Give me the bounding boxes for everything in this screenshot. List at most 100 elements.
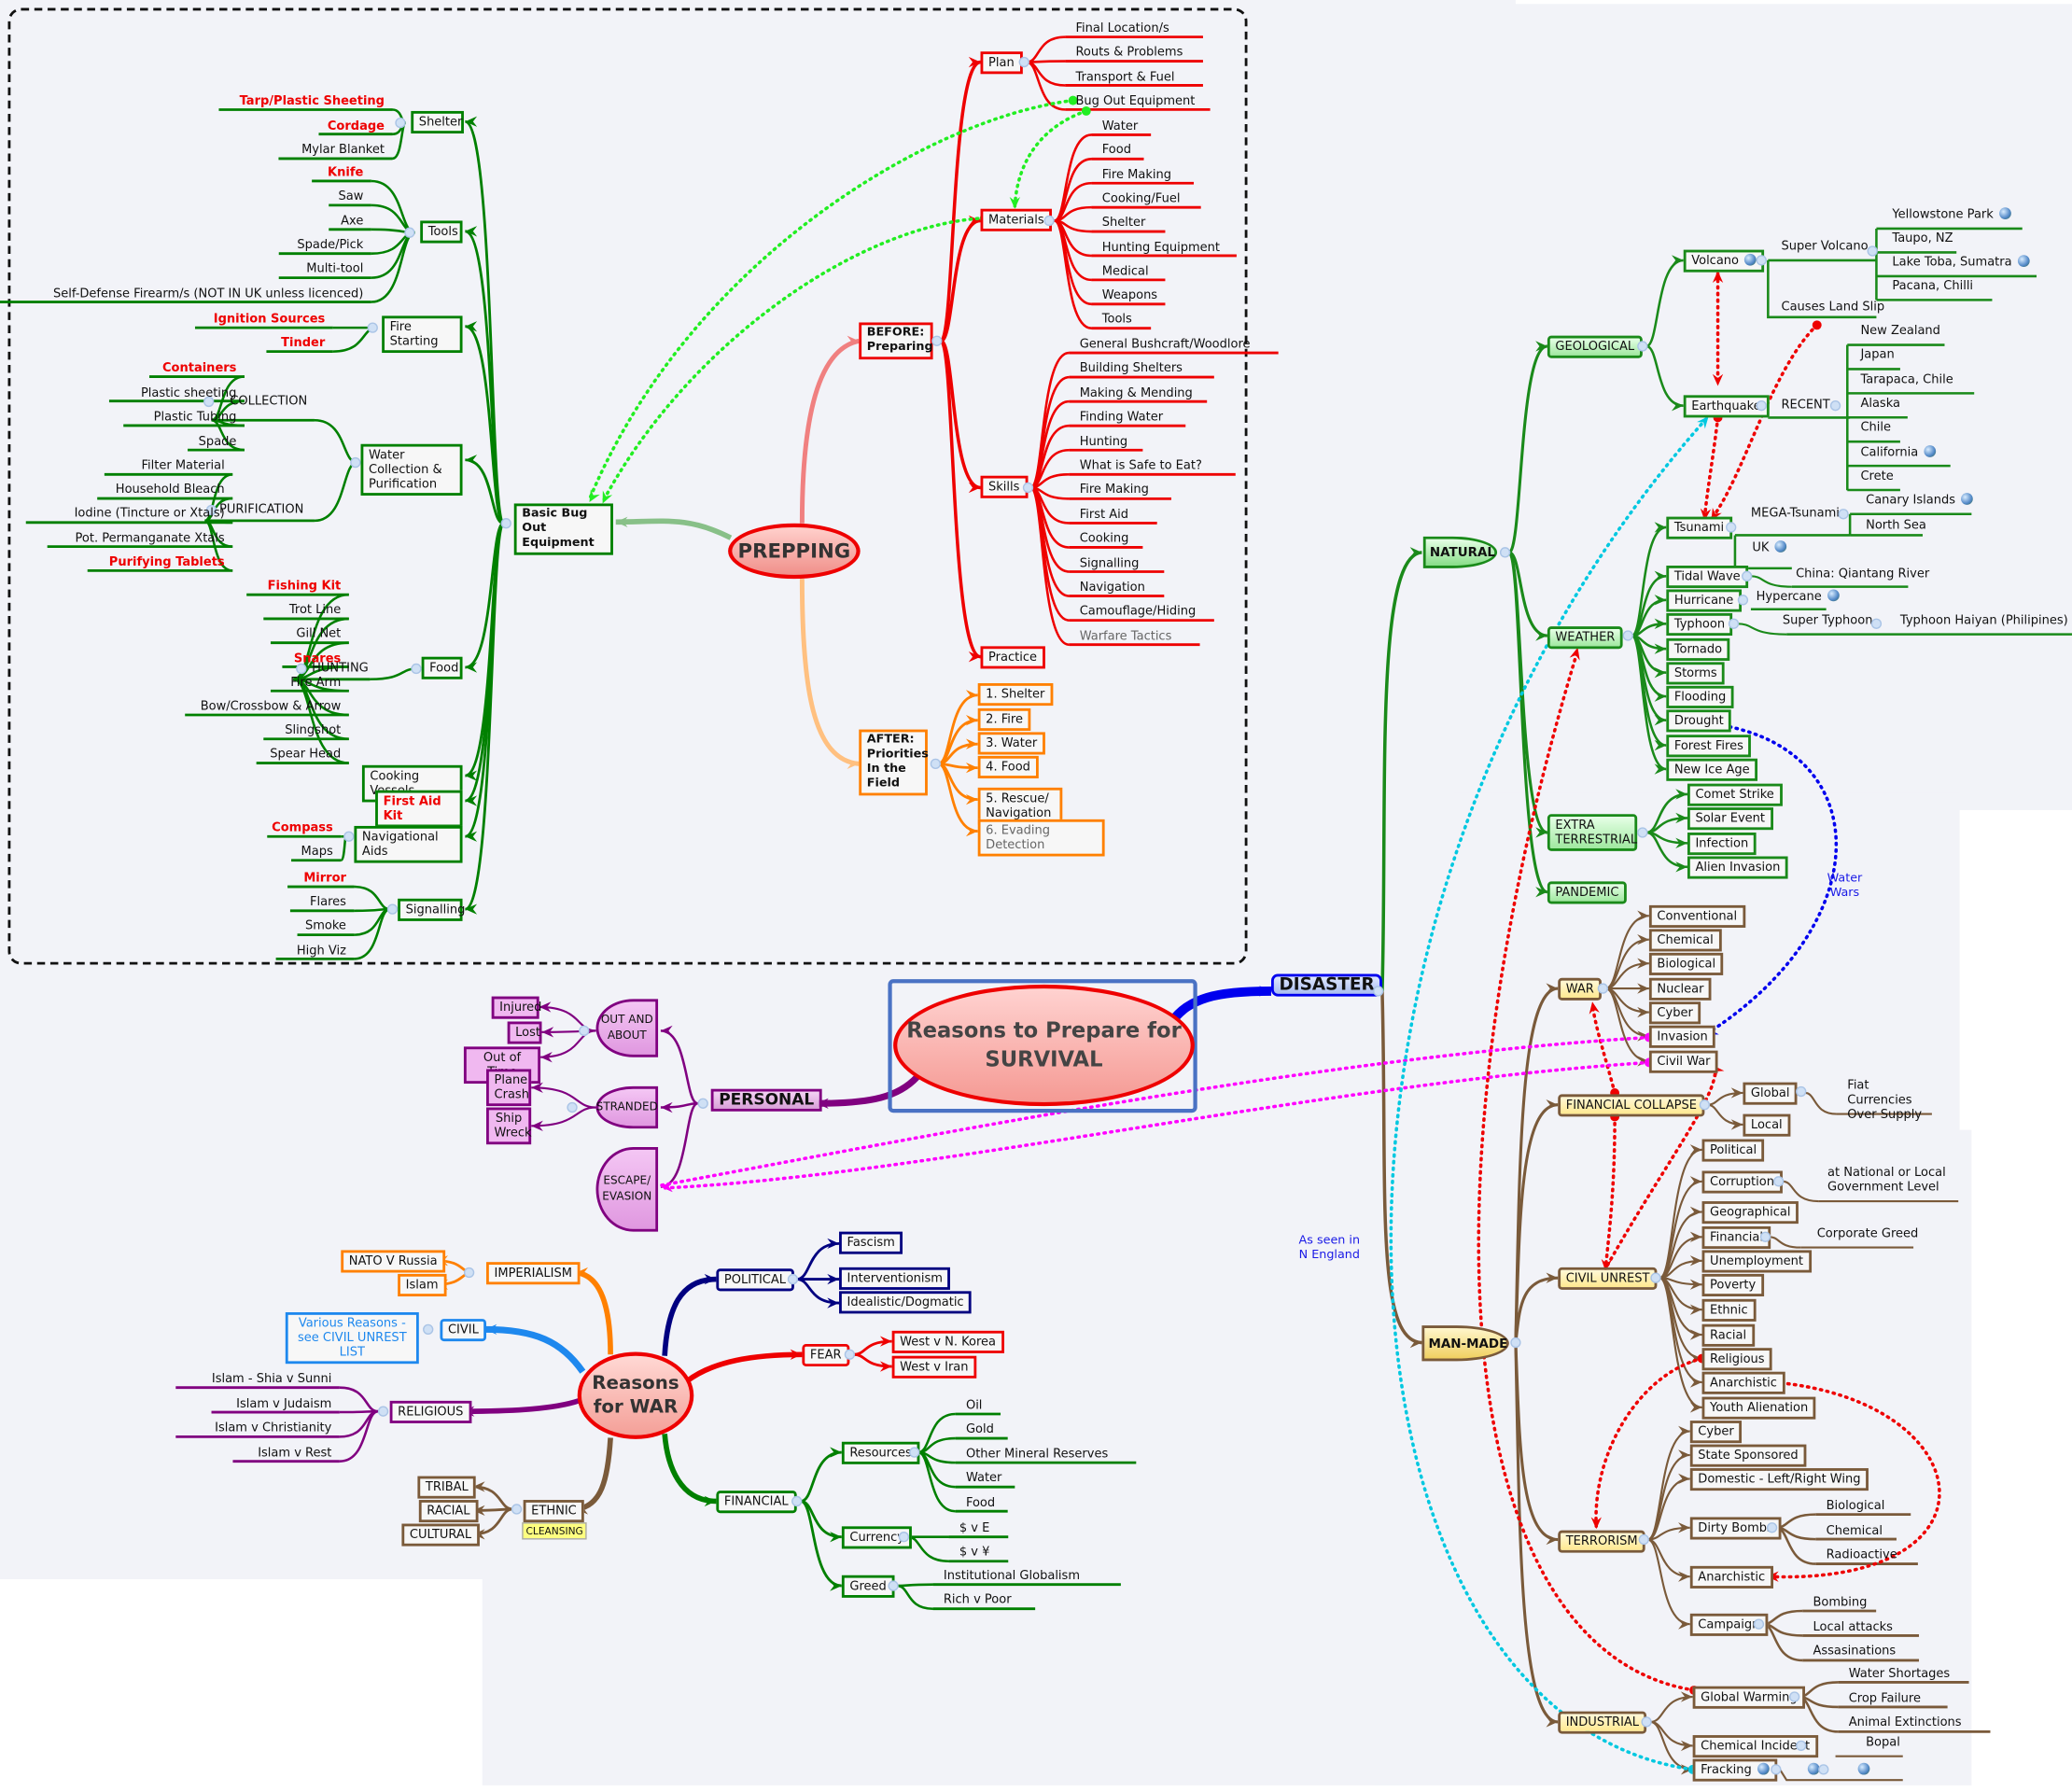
local-node[interactable]: Local — [1743, 1113, 1791, 1137]
currency-item[interactable]: $ v ¥ — [957, 1546, 992, 1561]
collapse-toggle-icon[interactable] — [1650, 1272, 1661, 1283]
materials-item[interactable]: Cooking/Fuel — [1099, 191, 1183, 206]
recent-item[interactable]: Tarapaca, Chile — [1858, 372, 1956, 387]
weather-item[interactable]: Tidal Wave — [1666, 566, 1749, 589]
globe-link-icon[interactable] — [1923, 444, 1936, 457]
pandemic-node[interactable]: PANDEMIC — [1547, 881, 1627, 904]
chemical-incident-node[interactable]: Chemical Incident — [1692, 1735, 1818, 1758]
collection-item[interactable]: Spade — [196, 434, 239, 449]
plan-item[interactable]: Bug Out Equipment — [1073, 93, 1198, 108]
cleansing-tag[interactable]: CLEANSING — [522, 1522, 588, 1540]
global-warming-item[interactable]: Animal Extinctions — [1846, 1715, 1965, 1730]
priority-item[interactable]: 6. Evading Detection — [977, 819, 1105, 857]
extra-terrestrial-item[interactable]: Alien Invasion — [1687, 856, 1788, 879]
resources-item[interactable]: Water — [963, 1471, 1004, 1486]
skills-node[interactable]: Skills — [980, 475, 1028, 498]
financial-collapse-node[interactable]: FINANCIAL COLLAPSE — [1558, 1094, 1705, 1117]
mega-item[interactable]: Canary Islands — [1863, 493, 1975, 508]
first-aid-kit-node[interactable]: First Aid Kit — [375, 790, 463, 828]
collapse-toggle-icon[interactable] — [1838, 509, 1849, 520]
weather-item[interactable]: Tornado — [1666, 637, 1730, 661]
tools-item[interactable]: Axe — [338, 214, 366, 229]
tidal-wave-item[interactable]: China: Qiantang River — [1793, 567, 1932, 581]
collapse-toggle-icon[interactable] — [1510, 1337, 1521, 1349]
man-made-node[interactable]: MAN-MADE — [1421, 1325, 1509, 1362]
war-item[interactable]: Invasion — [1648, 1025, 1716, 1048]
currency-node[interactable]: Currency — [841, 1526, 913, 1549]
resources-item[interactable]: Oil — [963, 1398, 985, 1413]
typhoon-haiyan-item[interactable]: Typhoon Haiyan (Philipines) — [1897, 613, 2072, 628]
collapse-toggle-icon[interactable] — [1742, 570, 1753, 581]
recent-item[interactable]: Crete — [1858, 469, 1897, 483]
uk-item[interactable]: UK — [1750, 540, 1789, 555]
collapse-toggle-icon[interactable] — [1726, 522, 1737, 533]
collapse-toggle-icon[interactable] — [1699, 1099, 1711, 1111]
dirty-bombs-item[interactable]: Chemical — [1824, 1523, 1885, 1538]
collapse-toggle-icon[interactable] — [423, 1323, 434, 1336]
resources-item[interactable]: Gold — [963, 1422, 997, 1437]
skills-item[interactable]: Navigation — [1077, 581, 1148, 595]
fear-item[interactable]: West v N. Korea — [891, 1330, 1004, 1353]
mega-tsunami-node[interactable]: MEGA-Tsunami — [1748, 506, 1842, 521]
tools-item[interactable]: Self-Defense Firearm/s (NOT IN UK unless… — [50, 287, 366, 301]
war-node[interactable]: WAR — [1558, 977, 1603, 1001]
shelter-item[interactable]: Cordage — [325, 119, 387, 133]
plan-item[interactable]: Routs & Problems — [1073, 46, 1186, 61]
after-priorities-node[interactable]: AFTER: Priorities In the Field — [859, 729, 929, 796]
collapse-toggle-icon[interactable] — [1766, 1522, 1778, 1533]
terrorism-item[interactable]: Anarchistic — [1689, 1565, 1773, 1589]
war-item[interactable]: Conventional — [1648, 904, 1745, 928]
collapse-toggle-icon[interactable] — [1018, 56, 1029, 68]
weather-item[interactable]: Tsunami — [1666, 516, 1732, 539]
collapse-toggle-icon[interactable] — [1773, 1176, 1785, 1187]
collapse-toggle-icon[interactable] — [411, 663, 422, 675]
collapse-toggle-icon[interactable] — [888, 1580, 899, 1591]
purification-item[interactable]: Filter Material — [139, 458, 228, 473]
collapse-toggle-icon[interactable] — [567, 1101, 578, 1113]
civil-unrest-item[interactable]: Religious — [1701, 1348, 1773, 1371]
geological-node[interactable]: GEOLOGICAL — [1547, 335, 1643, 358]
globe-link-icon[interactable] — [1960, 493, 1973, 505]
religious-node[interactable]: RELIGIOUS — [389, 1400, 471, 1423]
civil-unrest-item[interactable]: Geographical — [1701, 1201, 1799, 1225]
civil-unrest-item[interactable]: Racial — [1701, 1323, 1755, 1347]
collapse-toggle-icon[interactable] — [1870, 618, 1883, 629]
collapse-toggle-icon[interactable] — [511, 1504, 523, 1515]
collapse-toggle-icon[interactable] — [898, 1532, 910, 1543]
collapse-toggle-icon[interactable] — [844, 1349, 856, 1360]
volcano-node[interactable]: Volcano — [1683, 249, 1764, 273]
weather-item[interactable]: Drought — [1666, 709, 1732, 733]
skills-item[interactable]: Cooking — [1077, 531, 1131, 546]
navigational-aids-node[interactable]: Navigational Aids — [354, 825, 463, 863]
hunting-item[interactable]: Fishing Kit — [265, 579, 343, 594]
weather-item[interactable]: Hurricane — [1666, 589, 1742, 612]
resources-node[interactable]: Resources — [841, 1441, 920, 1464]
political-item[interactable]: Interventionism — [839, 1267, 951, 1290]
collapse-toggle-icon[interactable] — [1756, 400, 1767, 412]
terrorism-item[interactable]: Dirty Bombs — [1689, 1517, 1782, 1540]
collapse-toggle-icon[interactable] — [1043, 215, 1055, 227]
collapse-toggle-icon[interactable] — [1771, 1764, 1782, 1775]
personal-item[interactable]: Lost — [507, 1021, 542, 1044]
plan-item[interactable]: Final Location/s — [1073, 21, 1172, 36]
skills-item[interactable]: Signalling — [1077, 556, 1141, 571]
super-volcano-item[interactable]: Yellowstone Park — [1890, 207, 2013, 222]
resources-item[interactable]: Other Mineral Reserves — [963, 1447, 1111, 1462]
hunting-item[interactable]: Fire Arm — [287, 675, 343, 690]
globe-link-icon[interactable] — [1998, 207, 2011, 220]
collapse-toggle-icon[interactable] — [395, 118, 406, 129]
weather-item[interactable]: Forest Fires — [1666, 735, 1752, 758]
fire-item[interactable]: Ignition Sources — [211, 312, 328, 327]
collapse-toggle-icon[interactable] — [931, 335, 943, 346]
skills-item[interactable]: Camouflage/Hiding — [1077, 605, 1198, 620]
priority-item[interactable]: 4. Food — [977, 755, 1039, 778]
collapse-toggle-icon[interactable] — [1796, 1085, 1807, 1098]
basic-bug-out-topic[interactable]: Basic Bug Out Equipment — [513, 503, 613, 555]
tools-item[interactable]: Spade/Pick — [295, 238, 367, 253]
civil-unrest-item[interactable]: Ethnic — [1701, 1298, 1757, 1322]
skills-item[interactable]: What is Safe to Eat? — [1077, 458, 1205, 473]
tools-item[interactable]: Knife — [325, 165, 366, 180]
campaign-item[interactable]: Local attacks — [1811, 1619, 1896, 1634]
civil-node[interactable]: CIVIL — [440, 1319, 487, 1342]
terrorism-item[interactable]: State Sponsored — [1689, 1444, 1807, 1467]
